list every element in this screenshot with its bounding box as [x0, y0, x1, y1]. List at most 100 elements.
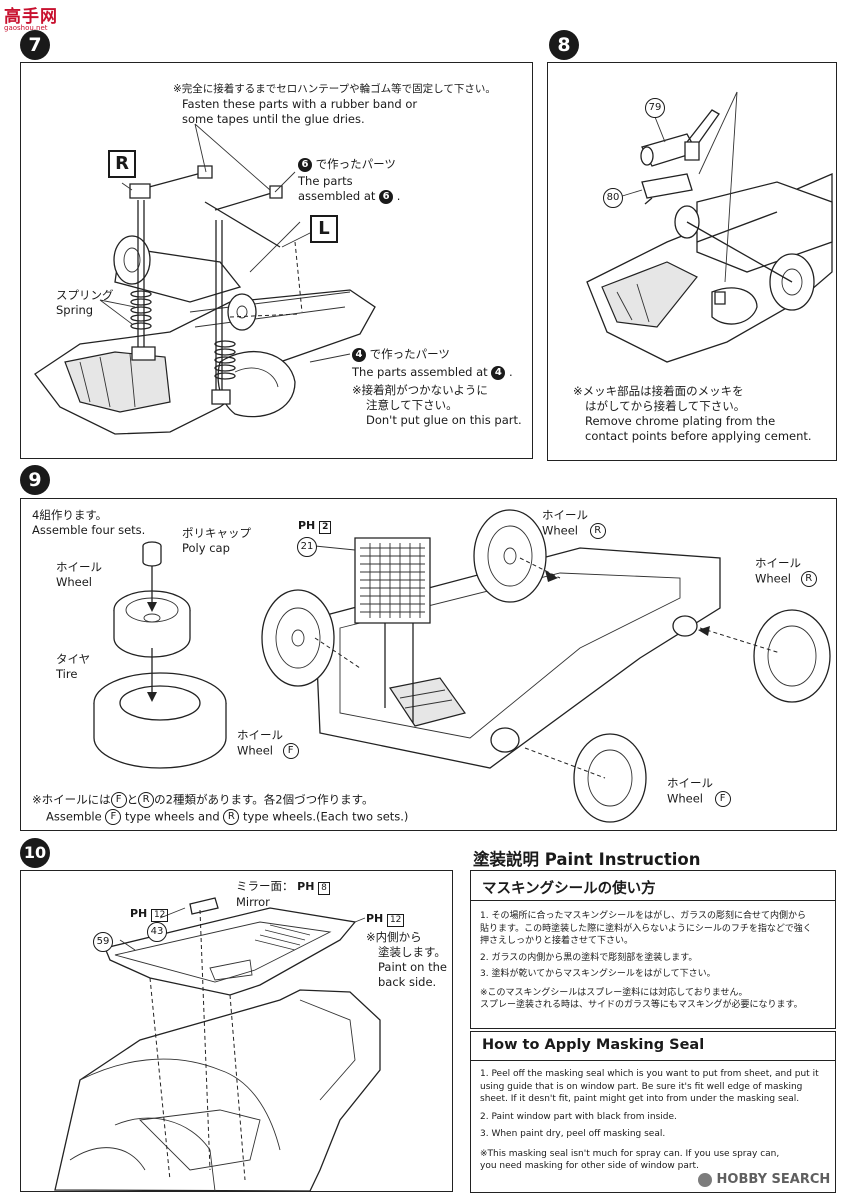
paint-en-item: using guide that is on window part. Be s… [480, 1081, 803, 1092]
step-8-note-jp-1: ※メッキ部品は接着面のメッキを [573, 384, 744, 398]
step-10-inside-jp-1: ※内側から [366, 930, 422, 944]
step-7-made4-step: 4 [352, 347, 366, 362]
step-7-glue-jp-1: ※接着剤がつかないように [352, 383, 488, 397]
step-10-ph12b-num: 12 [386, 914, 405, 927]
step-9-wheel-r-right-en: Wheel [755, 571, 792, 586]
step-7-number: 7 [20, 30, 50, 60]
step-9-wheel-r-top-en-row: Wheel R [542, 523, 606, 539]
step-10-mirror-jp: ミラー面： [236, 879, 294, 893]
step-9-sets-en: Assemble four sets. [32, 523, 146, 537]
paint-en-heading-underline [470, 1060, 836, 1061]
step-9-wheel-r-right-jp: ホイール [755, 556, 801, 570]
step-7-made6-en-2: assembled at [298, 189, 376, 203]
step-9-wheel-f-right-type: F [714, 791, 731, 807]
paint-title: 塗装説明 Paint Instruction [473, 850, 701, 869]
step-7-note-jp: ※完全に接着するまでセロハンテープや輪ゴム等で固定して下さい。 [173, 83, 496, 95]
step-9-number: 9 [20, 465, 50, 495]
paint-en-box [470, 1031, 836, 1193]
step-10-inside-en-1: Paint on the [378, 960, 447, 974]
step-9-polycap-en: Poly cap [182, 541, 230, 555]
site-logo-text: 高手网 [4, 7, 58, 27]
step-9-sets-jp: 4組作ります。 [32, 508, 108, 522]
step-9-wheel-en: Wheel [56, 575, 93, 589]
step-7-made6-en-step: 6 [379, 189, 394, 204]
step-9-wheel-f-left-type: F [282, 743, 299, 759]
watermark-logo-icon [698, 1172, 712, 1187]
step-7-made4-jp: で作ったパーツ [369, 347, 450, 361]
step-7-spring-jp: スプリング [56, 288, 114, 302]
step-8-note-en-2: contact points before applying cement. [585, 429, 812, 443]
paint-jp-item: スプレー塗装される時は、サイドのガラス等にもマスキングが必要になります。 [480, 1000, 803, 1010]
step-7-label-r: R [108, 150, 136, 178]
step-7-glue-jp-2: 注意して下さい。 [366, 398, 458, 412]
step-7-made4: 4 で作ったパーツ [352, 347, 450, 362]
step-9-note-jp-b: と [126, 792, 139, 807]
step-9-part-21: 21 [297, 537, 317, 557]
step-9-wheel-r-top-jp: ホイール [542, 508, 588, 522]
step-10-mirror-row: ミラー面： PH 8 [236, 879, 330, 895]
step-8-part-80: 80 [603, 188, 623, 208]
step-10-number: 10 [20, 838, 50, 868]
step-10-part-59: 59 [93, 932, 113, 952]
paint-jp-list: 1. その場所に合ったマスキングシールをはがし、ガラスの彫刻に合せて内側から 貼… [480, 910, 812, 1012]
step-9-ph: PH 2 [298, 518, 332, 534]
step-9-polycap-jp: ポリキャップ [182, 526, 251, 540]
step-7-made6-en-1: The parts [298, 174, 353, 188]
step-9-wheel-f-right-jp: ホイール [667, 776, 713, 790]
hobby-search-watermark: HOBBY SEARCH [698, 1172, 830, 1187]
step-8-illustration [586, 91, 833, 363]
step-9-wheel-f-right-en: Wheel [667, 791, 704, 806]
step-10-mirror-en: Mirror [236, 895, 270, 909]
step-9-wheel-f-left-en-row: Wheel F [237, 743, 299, 759]
step-10-mirror-ph: PH [297, 880, 315, 893]
step-9-note-en-b: type wheels and [125, 809, 220, 824]
step-9-note-en-c: type wheels.(Each two sets.) [243, 809, 409, 824]
step-9-note-en-r: R [223, 809, 240, 825]
paint-en-list: 1. Peel off the masking seal which is yo… [480, 1068, 819, 1173]
paint-jp-box [470, 870, 836, 1029]
step-8-note-jp-2: はがしてから接着して下さい。 [585, 399, 746, 413]
step-10-part-43: 43 [147, 922, 167, 942]
step-10-ph12a-label: PH [130, 907, 148, 920]
paint-en-item: sheet. If it desn't fit, paint might get… [480, 1094, 800, 1104]
paint-en-item: you need masking for other side of windo… [480, 1161, 699, 1171]
step-9-ph-num: 2 [319, 521, 332, 534]
step-9-ph-label: PH [298, 519, 316, 532]
step-10-ph12b: PH 12 [366, 911, 405, 927]
step-9-tire-en: Tire [56, 667, 78, 681]
step-9-wheel-r-top-type: R [589, 523, 606, 539]
paint-jp-item: ※このマスキングシールはスプレー塗料には対応しておりません。 [480, 987, 748, 998]
site-logo-subtext: gaoshou.net [4, 24, 48, 32]
step-8-number: 8 [549, 30, 579, 60]
paint-jp-item: 押さえしっかりと接着させて下さい。 [480, 936, 634, 946]
paint-en-item: 3. When paint dry, peel off masking seal… [480, 1129, 666, 1139]
paint-jp-heading: マスキングシールの使い方 [482, 881, 656, 897]
step-9-wheel-f-left-en: Wheel [237, 743, 274, 758]
step-7-made6-en-2-row: assembled at 6 . [298, 189, 401, 204]
step-9-illustration [93, 509, 831, 823]
paint-en-item: 2. Paint window part with black from ins… [480, 1111, 677, 1122]
step-7-note-en-2: some tapes until the glue dries. [182, 112, 365, 126]
step-8-part-79: 79 [645, 98, 665, 118]
watermark-text: HOBBY SEARCH [716, 1172, 831, 1187]
step-9-note-en: Assemble F type wheels and R type wheels… [46, 809, 408, 825]
step-7-spring-en: Spring [56, 303, 94, 317]
step-7-made4-en: The parts assembled at [352, 365, 488, 379]
paint-jp-item: 2. ガラスの内側から黒の塗料で彫刻部を塗装します。 [480, 952, 698, 963]
paint-en-item: ※This masking seal isn't much for spray … [480, 1148, 780, 1159]
step-9-wheel-r-right-en-row: Wheel R [755, 571, 817, 587]
paint-jp-item: 貼ります。この時塗装した際に塗料が入らないようにシールのフチを指などで強く [480, 923, 812, 934]
step-10-ph12a-num: 12 [150, 909, 169, 922]
step-9-wheel-r-right-type: R [800, 571, 817, 587]
step-7-made6-jp: で作ったパーツ [315, 157, 396, 171]
step-7-glue-en: Don't put glue on this part. [366, 413, 522, 427]
paint-en-item: 1. Peel off the masking seal which is yo… [480, 1069, 819, 1079]
step-10-ph12b-label: PH [366, 912, 384, 925]
site-logo: 高手网 gaoshou.net [4, 2, 58, 32]
step-7-made6-step: 6 [298, 157, 312, 172]
step-10-inside-jp-2: 塗装します。 [378, 945, 446, 959]
paint-jp-item: 3. 塗料が乾いてからマスキングシールをはがして下さい。 [480, 969, 716, 979]
paint-jp-item: 1. その場所に合ったマスキングシールをはがし、ガラスの彫刻に合せて内側から [480, 911, 806, 921]
paint-jp-heading-underline [470, 900, 836, 901]
